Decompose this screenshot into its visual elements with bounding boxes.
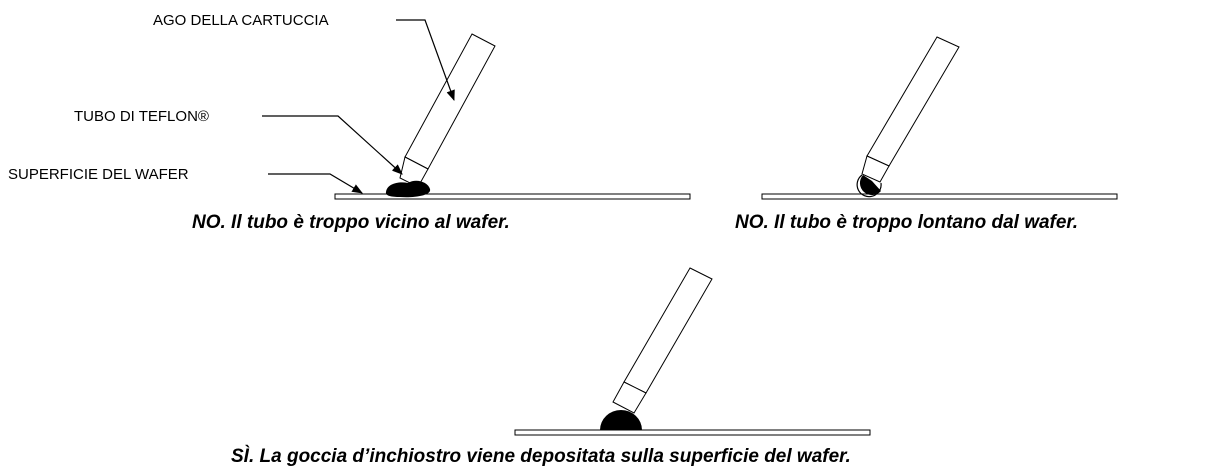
ink-drop — [600, 410, 642, 430]
teflon-tube — [612, 381, 647, 414]
needle-leader — [396, 19, 455, 102]
needle-label: AGO DELLA CARTUCCIA — [153, 12, 329, 29]
panel-correct: SÌ. La goccia d’inchiostro viene deposit… — [231, 267, 871, 467]
wafer-surface — [334, 193, 691, 200]
wafer-surface — [514, 429, 871, 436]
panel-too-far: NO. Il tubo è troppo lontano dal wafer. — [735, 36, 1118, 233]
panel-too-close: AGO DELLA CARTUCCIA TUBO DI TEFLON® SUPE… — [8, 12, 691, 233]
cartridge-needle — [404, 33, 496, 170]
caption-too-far: NO. Il tubo è troppo lontano dal wafer. — [735, 212, 1078, 233]
ink-drop-outline — [856, 174, 882, 198]
caption-correct: SÌ. La goccia d’inchiostro viene deposit… — [231, 445, 851, 467]
surface-leader — [268, 173, 363, 194]
surface-label: SUPERFICIE DEL WAFER — [8, 166, 189, 183]
wafer-surface — [761, 193, 1118, 200]
tube-label: TUBO DI TEFLON® — [74, 108, 209, 125]
teflon-tube — [861, 155, 890, 183]
cartridge-needle — [623, 267, 713, 394]
tube-leader — [262, 115, 403, 175]
ink-blob — [385, 180, 431, 198]
ink-drop — [859, 175, 881, 196]
cartridge-needle — [866, 36, 960, 167]
caption-too-close: NO. Il tubo è troppo vicino al wafer. — [192, 212, 510, 233]
